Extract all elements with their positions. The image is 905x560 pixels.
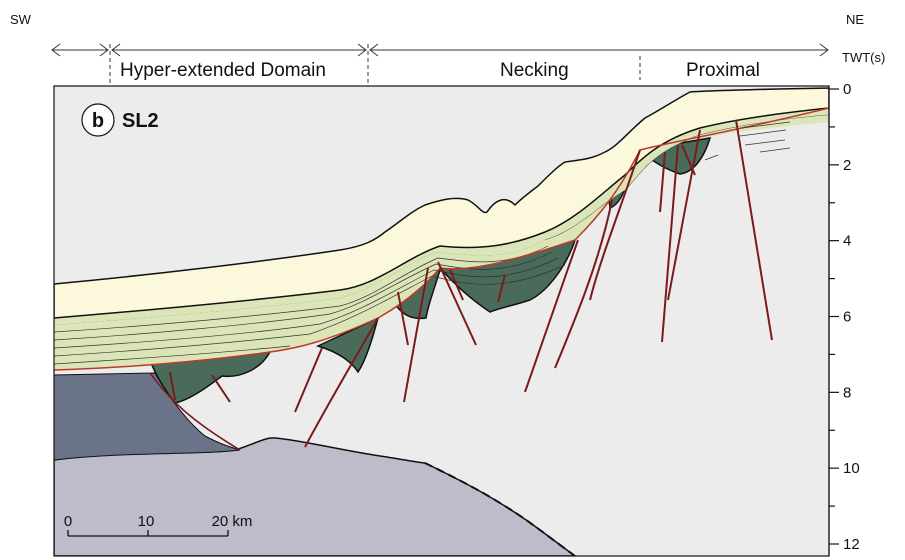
domain-dividers [109,44,641,86]
twt-tick-label: 10 [843,460,860,477]
twt-tick-label: 8 [843,384,851,401]
intra-basement-reflectors [704,121,791,161]
scale-label-0: 0 [64,513,72,530]
axis-title: TWT(s) [842,50,885,65]
water-column [54,87,829,319]
top-basement [149,372,241,451]
orientation-sw: SW [10,12,32,27]
mantle-block [54,372,241,461]
normal-faults [169,119,773,448]
twt-tick-label: 4 [843,233,851,250]
orientation-ne: NE [846,12,864,27]
twt-ticks: 0 2 4 6 8 10 12 [829,81,860,553]
scale-label-20km: 20 km [212,513,253,530]
section-body [54,86,829,556]
twt-tick-label: 6 [843,309,851,326]
panel-title: SL2 [122,110,159,132]
post-rift-horizons [54,245,566,365]
panel-letter: b [92,110,104,132]
panel-letter-circle [81,103,115,137]
domain-label-proximal: Proximal [686,60,760,81]
domain-label-hyper-extended: Hyper-extended Domain [120,60,326,81]
twt-tick-label: 0 [843,81,851,98]
twt-tick-label: 12 [843,536,860,553]
twt-tick-label: 2 [843,157,851,174]
domain-arrows [51,43,829,57]
scale-bar [67,530,229,537]
scale-label-10: 10 [138,513,155,530]
domain-label-necking: Necking [500,60,569,81]
